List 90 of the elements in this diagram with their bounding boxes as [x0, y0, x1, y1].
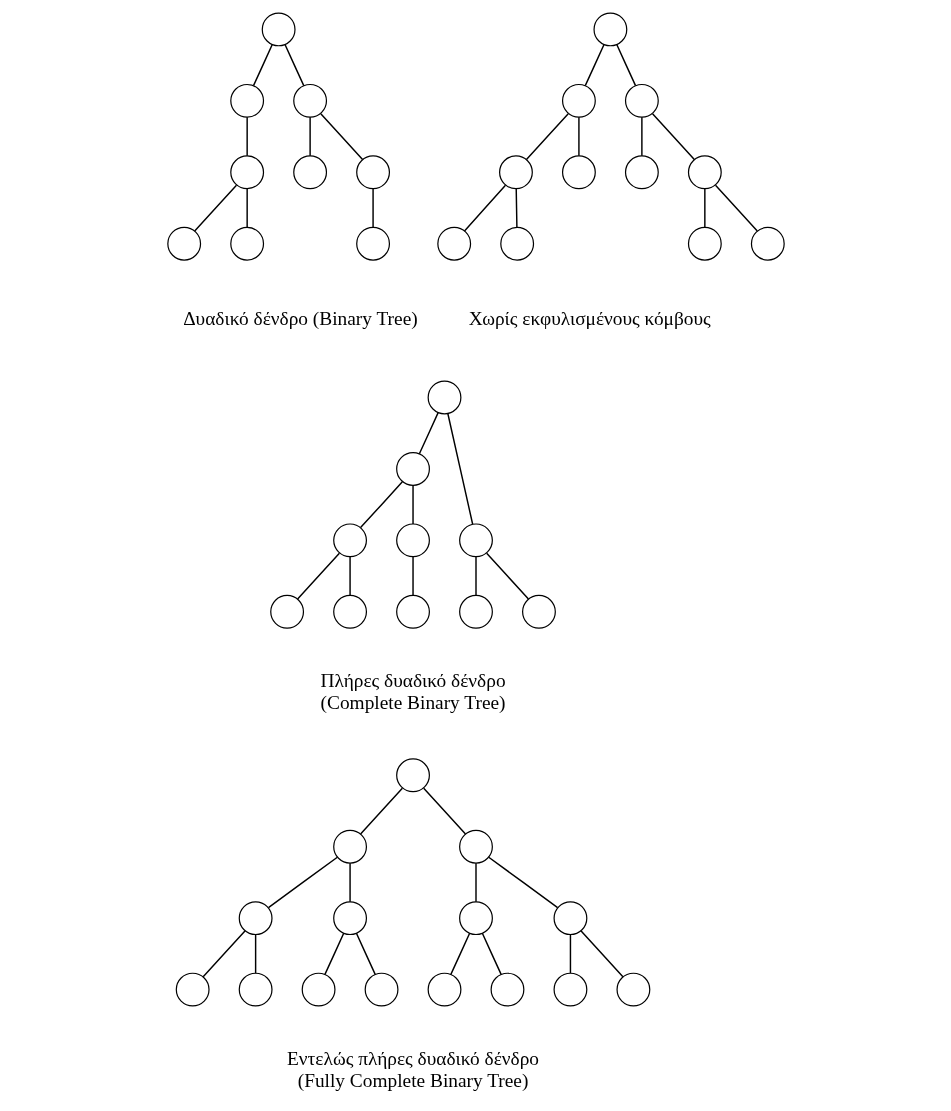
- node-circle: [436, 226, 471, 261]
- connector: [296, 552, 340, 600]
- connector: [283, 43, 304, 87]
- connector: [348, 862, 351, 903]
- connector: [308, 116, 311, 157]
- node-circle: [229, 83, 264, 118]
- connector: [569, 933, 571, 974]
- connector: [474, 862, 477, 903]
- connector: [245, 188, 248, 228]
- node-circle: [395, 594, 430, 629]
- connector: [703, 188, 706, 228]
- connector: [525, 113, 569, 161]
- connector: [193, 184, 237, 232]
- label: Δυαδικό δένδρο (Binary Tree): [182, 308, 418, 330]
- connector: [640, 116, 643, 157]
- node-circle: [355, 155, 390, 190]
- node-circle: [166, 226, 201, 261]
- node-circle: [521, 594, 556, 629]
- node-circle: [292, 155, 327, 190]
- node-circle: [427, 380, 461, 415]
- connector: [355, 932, 376, 976]
- connector: [245, 116, 248, 157]
- connector: [371, 188, 374, 228]
- node-circle: [687, 226, 722, 261]
- node-circle: [458, 901, 493, 936]
- node-circle: [332, 829, 367, 864]
- node-circle: [364, 972, 398, 1007]
- node-circle: [395, 523, 430, 558]
- node-circle: [553, 901, 587, 936]
- node-circle: [624, 83, 659, 118]
- connector: [651, 113, 695, 161]
- node-circle: [292, 83, 327, 118]
- node-circle: [490, 972, 524, 1007]
- node-circle: [355, 226, 390, 261]
- connector: [411, 484, 414, 525]
- node-circle: [592, 12, 627, 47]
- node-circle: [458, 594, 493, 629]
- connector: [487, 856, 558, 909]
- label: Πλήρες δυαδικό δένδρο (Complete Binary Tree): [319, 670, 506, 714]
- connector: [252, 43, 273, 87]
- node-circle: [332, 594, 367, 629]
- node-circle: [238, 972, 273, 1007]
- node-circle: [458, 523, 493, 558]
- connector: [615, 43, 636, 87]
- connector: [359, 481, 403, 529]
- node-circle: [229, 226, 264, 261]
- connector: [348, 556, 351, 597]
- node-circle: [269, 594, 304, 629]
- node-circle: [498, 155, 533, 190]
- node-circle: [553, 972, 587, 1007]
- node-circle: [301, 972, 336, 1007]
- node-circle: [395, 451, 430, 486]
- node-circle: [229, 155, 264, 190]
- connector: [446, 413, 473, 525]
- node-circle: [750, 226, 785, 261]
- node-circle: [238, 901, 273, 936]
- node-circle: [561, 83, 596, 118]
- connector: [584, 43, 605, 87]
- node-circle: [687, 155, 722, 190]
- label: Εντελώς πλήρες δυαδικό δένδρο (Fully Complete Binary Tree): [286, 1048, 539, 1091]
- node-circle: [261, 12, 296, 47]
- connector: [485, 552, 529, 600]
- node-circle: [499, 226, 534, 261]
- connector: [254, 933, 256, 974]
- node-circle: [561, 155, 596, 190]
- node-circle: [175, 972, 210, 1007]
- connector: [481, 932, 502, 976]
- label: Χωρίς εκφυλισμένους κόμβους: [468, 308, 711, 330]
- node-circle: [427, 972, 461, 1007]
- node-circle: [332, 523, 367, 558]
- connector: [319, 113, 363, 161]
- connector: [267, 856, 338, 909]
- connector: [714, 184, 758, 232]
- node-circle: [332, 901, 367, 936]
- connector: [515, 188, 518, 228]
- connector: [463, 184, 506, 232]
- node-circle: [615, 972, 650, 1007]
- connector: [474, 556, 477, 597]
- connector: [418, 411, 439, 455]
- node-circle: [395, 758, 430, 793]
- node-circle: [458, 829, 493, 864]
- node-circle: [624, 155, 659, 190]
- connector: [579, 930, 624, 978]
- connector: [449, 932, 470, 976]
- connector: [577, 116, 580, 157]
- connector: [201, 930, 246, 978]
- connector: [411, 556, 414, 597]
- connector: [359, 787, 403, 835]
- connector: [323, 932, 344, 976]
- connector: [422, 787, 466, 835]
